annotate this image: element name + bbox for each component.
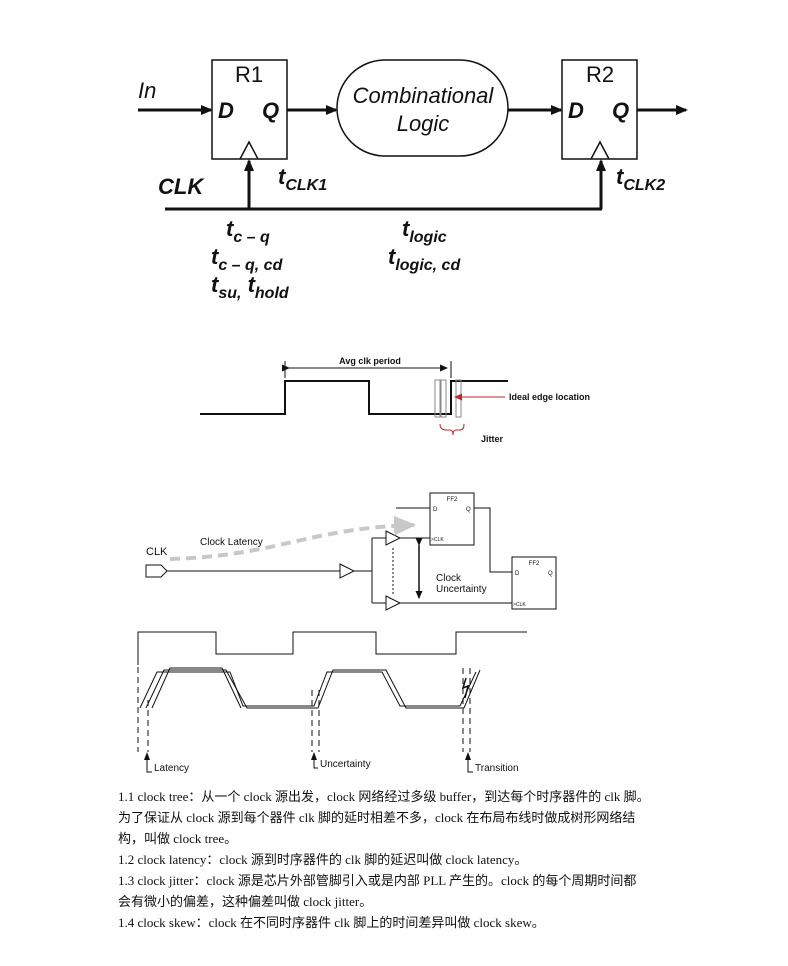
t-cq-cd-label: tc – q, cd: [211, 244, 284, 274]
flipflop-bottom-d: D: [515, 571, 520, 577]
r1-name: R1: [235, 62, 263, 87]
flipflop-bottom-q: Q: [548, 571, 553, 577]
ideal-clock-wave: [137, 631, 527, 665]
r1-q-pin: Q: [262, 98, 279, 123]
uncertainty-caption-1: Clock: [436, 573, 462, 584]
t-clk2-label: tCLK2: [616, 164, 665, 194]
uncertainty-marker: [313, 758, 318, 769]
latency-marker: [146, 758, 152, 773]
jitter-brace: [439, 423, 465, 436]
latency-text: Latency: [154, 763, 189, 774]
jitter-edge-3: [455, 379, 462, 418]
t-logic-cd-label: tlogic, cd: [388, 244, 461, 274]
logic-label-line1: Combinational: [353, 83, 495, 108]
note-line-2: 为了保证从 clock 源到每个器件 clk 脚的延时相差不多，clock 在布…: [118, 810, 636, 825]
transition-marker: [467, 758, 473, 773]
r2-q-pin: Q: [612, 98, 629, 123]
r1-clock-triangle: [239, 140, 259, 160]
period-label: Avg clk period: [339, 356, 401, 366]
t-clk1-label: tCLK1: [278, 164, 327, 194]
jitter-edge-1: [434, 379, 441, 418]
transition-text: Transition: [475, 763, 519, 774]
jitter-edge-2: [440, 379, 447, 418]
flipflop-bottom-name: FF2: [529, 561, 540, 567]
note-line-3: 构，叫做 clock tree。: [118, 831, 238, 846]
note-line-1: 1.1 clock tree：从一个 clock 源出发，clock 网络经过多…: [118, 789, 650, 804]
ideal-edge-label: Ideal edge location: [509, 392, 590, 402]
waveform-figure: Latency Uncertainty Transition: [137, 631, 527, 774]
real-clock-wave-a: [139, 671, 477, 709]
uncertainty-caption-2: Uncertainty: [436, 584, 487, 595]
t-logic-label: tlogic: [402, 216, 447, 246]
real-clock-wave-b: [145, 669, 481, 709]
in-label: In: [138, 78, 156, 103]
clk-label: CLK: [158, 174, 205, 199]
flipflop-top-q: Q: [466, 507, 471, 513]
r2-clock-triangle: [590, 140, 610, 160]
uncertainty-marker-head: [311, 752, 317, 760]
jitter-figure: Avg clk period Ideal edge location Jitte…: [200, 356, 590, 444]
note-line-5: 1.3 clock jitter：clock 源是芯片外部管脚引入或是内部 PL…: [118, 873, 637, 888]
network-clk-label: CLK: [146, 546, 168, 558]
latency-marker-head: [144, 752, 150, 760]
transition-marker-head: [465, 752, 471, 760]
explanation-notes: 1.1 clock tree：从一个 clock 源出发，clock 网络经过多…: [118, 786, 718, 933]
leaf-buffer-top: [385, 530, 402, 546]
r2-d-pin: D: [568, 98, 584, 123]
note-line-4: 1.2 clock latency：clock 源到时序器件的 clk 脚的延迟…: [118, 852, 528, 867]
combinational-logic-block: [336, 59, 509, 157]
jitter-label: Jitter: [481, 434, 504, 444]
flipflop-top-q-wire: [474, 507, 512, 573]
transition-bolt: [461, 677, 470, 699]
uncertainty-text: Uncertainty: [320, 759, 371, 770]
clk-port: [145, 564, 168, 578]
flipflop-bottom: [511, 556, 557, 610]
latency-caption: Clock Latency: [200, 537, 263, 548]
flipflop-bottom-clk: >CLK: [513, 602, 526, 608]
flipflop-top: [429, 492, 475, 546]
r2-name: R2: [586, 62, 614, 87]
clock-waveform: [200, 380, 508, 415]
t-su-hold-label: tsu, thold: [211, 272, 290, 302]
note-line-6: 会有微小的偏差，这种偏差叫做 clock jitter。: [118, 894, 373, 909]
clock-network-figure: CLK Clock Latency Clock Uncertainty FF2 …: [145, 492, 557, 611]
real-clock-wave-c: [151, 667, 242, 709]
r1-d-pin: D: [218, 98, 234, 123]
pipeline-figure: In R1 D Q Combinational Logic R2 D Q CLK…: [138, 59, 688, 302]
leaf-buffer-bottom: [385, 595, 402, 611]
t-cq-label: tc – q: [226, 216, 270, 246]
flipflop-top-clk: >CLK: [431, 537, 444, 543]
latency-arrow: [169, 515, 416, 561]
note-line-7: 1.4 clock skew：clock 在不同时序器件 clk 脚上的时间差异…: [118, 915, 545, 930]
flipflop-top-name: FF2: [447, 497, 458, 503]
root-buffer: [339, 563, 356, 579]
logic-label-line2: Logic: [397, 111, 450, 136]
flipflop-top-d: D: [433, 507, 438, 513]
